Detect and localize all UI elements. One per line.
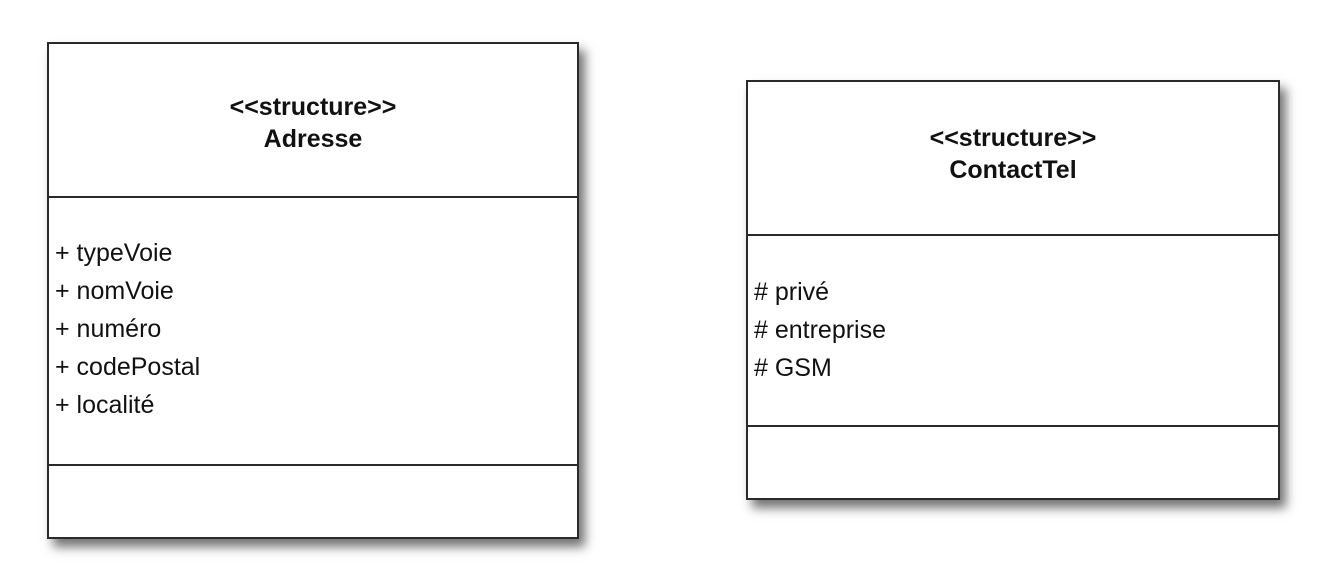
class-name: ContactTel: [949, 156, 1077, 184]
attributes-compartment: # privé # entreprise # GSM: [748, 236, 1278, 427]
operations-compartment: [49, 466, 577, 537]
attributes-compartment: + typeVoie + nomVoie + numéro + codePost…: [49, 198, 577, 466]
class-box-adresse: <<structure>> Adresse + typeVoie + nomVo…: [47, 42, 579, 539]
operations-compartment: [748, 427, 1278, 498]
attribute-item: + typeVoie: [55, 239, 173, 267]
attribute-item: + codePostal: [55, 353, 201, 381]
attribute-item: # privé: [754, 278, 830, 306]
class-name: Adresse: [263, 125, 363, 153]
class-stereotype: <<structure>>: [929, 124, 1097, 152]
attribute-item: + localité: [55, 391, 155, 419]
attribute-item: # entreprise: [754, 316, 887, 344]
class-stereotype: <<structure>>: [229, 93, 397, 121]
class-box-contacttel: <<structure>> ContactTel # privé # entre…: [746, 80, 1280, 500]
class-header: <<structure>> Adresse: [49, 44, 577, 198]
class-header: <<structure>> ContactTel: [748, 82, 1278, 236]
attribute-item: + nomVoie: [55, 277, 174, 305]
attribute-item: # GSM: [754, 354, 832, 382]
attribute-item: + numéro: [55, 315, 162, 343]
